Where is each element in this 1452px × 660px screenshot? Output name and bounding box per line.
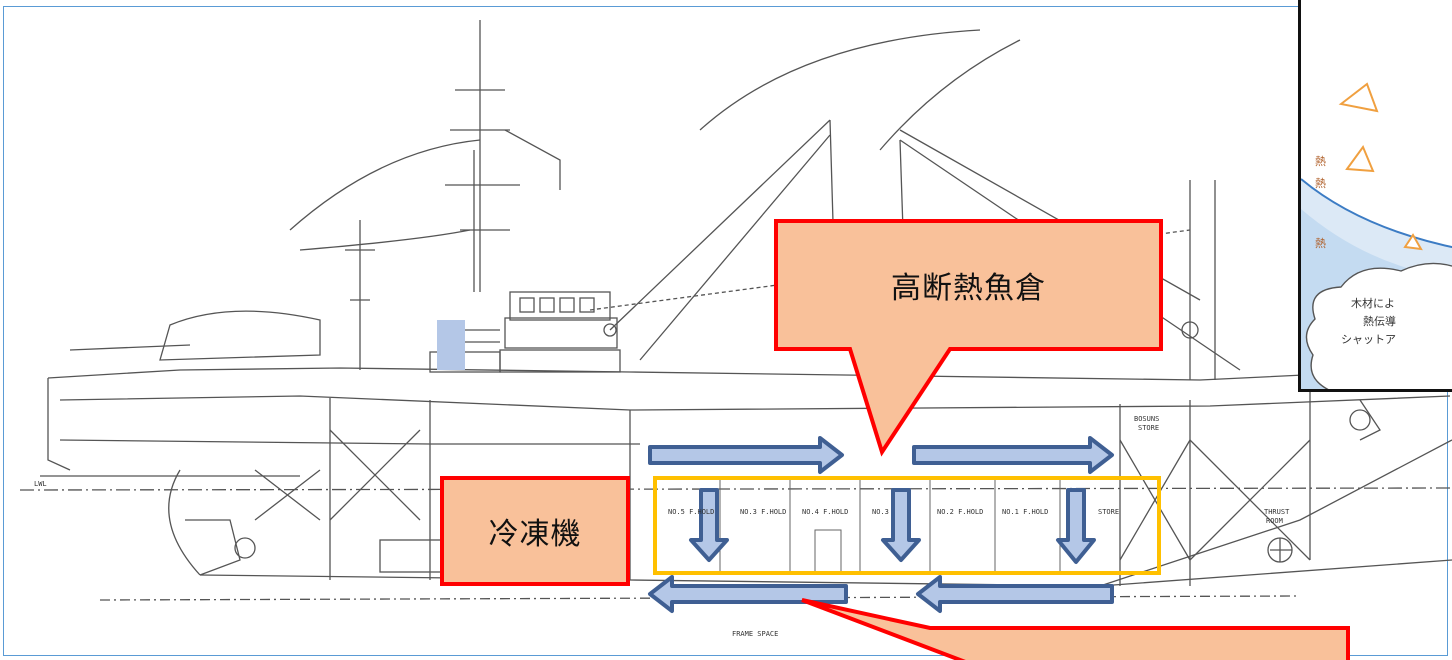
arrow-down-1 [689,488,729,562]
bosun-store-label-1: BOSUNS [1134,415,1160,423]
arrow-down-2 [881,488,921,562]
thrust-room-label-2: ROOM [1266,517,1283,525]
insulated-hold-outline [653,476,1161,575]
refrigerator-label: 冷凍機 [488,517,582,552]
bottom-callout-label [980,630,1346,660]
hold-label-6: NO.1 F.HOLD [1002,508,1049,516]
arrow-right-1 [648,436,844,474]
frame-space-label: FRAME SPACE [732,630,779,638]
hold-label-5: NO.2 F.HOLD [937,508,984,516]
figure-frame [3,6,1448,656]
arrow-right-2 [912,436,1114,474]
inset-graphic [1301,82,1452,389]
bottom-callout [801,598,1350,660]
inset-heat-3: 熱 [1315,237,1326,250]
refrigerator-callout [440,476,630,586]
inset-note-line-2: 熱伝導 [1363,315,1396,328]
inset-note-line-1: 木材によ [1351,297,1395,310]
inset-note-line-3: シャットア [1341,333,1396,346]
ship-hull [19,20,1452,601]
inset-heat-1: 熱 [1315,155,1326,168]
hold-label-3: NO.4 F.HOLD [802,508,849,516]
arrow-down-3 [1056,488,1096,564]
inset-triangle-1 [1338,82,1379,113]
bosun-store-label-2: STORE [1138,424,1160,432]
inset-heat-2: 熱 [1315,177,1326,190]
hold-label-4: NO.3 [872,508,889,516]
window-highlight [437,320,465,370]
hold-label-1: NO.5 F.HOLD [668,508,715,516]
thrust-room-label-1: THRUST [1264,508,1290,516]
hold-label-store: STORE [1098,508,1120,516]
insulated-hold-label: 高断熱魚倉 [891,271,1046,306]
airflow-arrows [648,436,1114,613]
inset-triangle-2 [1345,144,1375,173]
lwl-label: LWL [34,480,47,488]
hold-label-2: NO.3 F.HOLD [740,508,787,516]
arrow-left-2 [916,575,1114,613]
inset-illustration: 熱 熱 熱 木材によ 熱伝導 シャットア [1298,0,1452,392]
inset-cloud [1305,262,1452,389]
fish-holds [719,480,1061,575]
insulated-hold-callout [774,219,1163,457]
inset-triangle-3 [1403,233,1423,251]
